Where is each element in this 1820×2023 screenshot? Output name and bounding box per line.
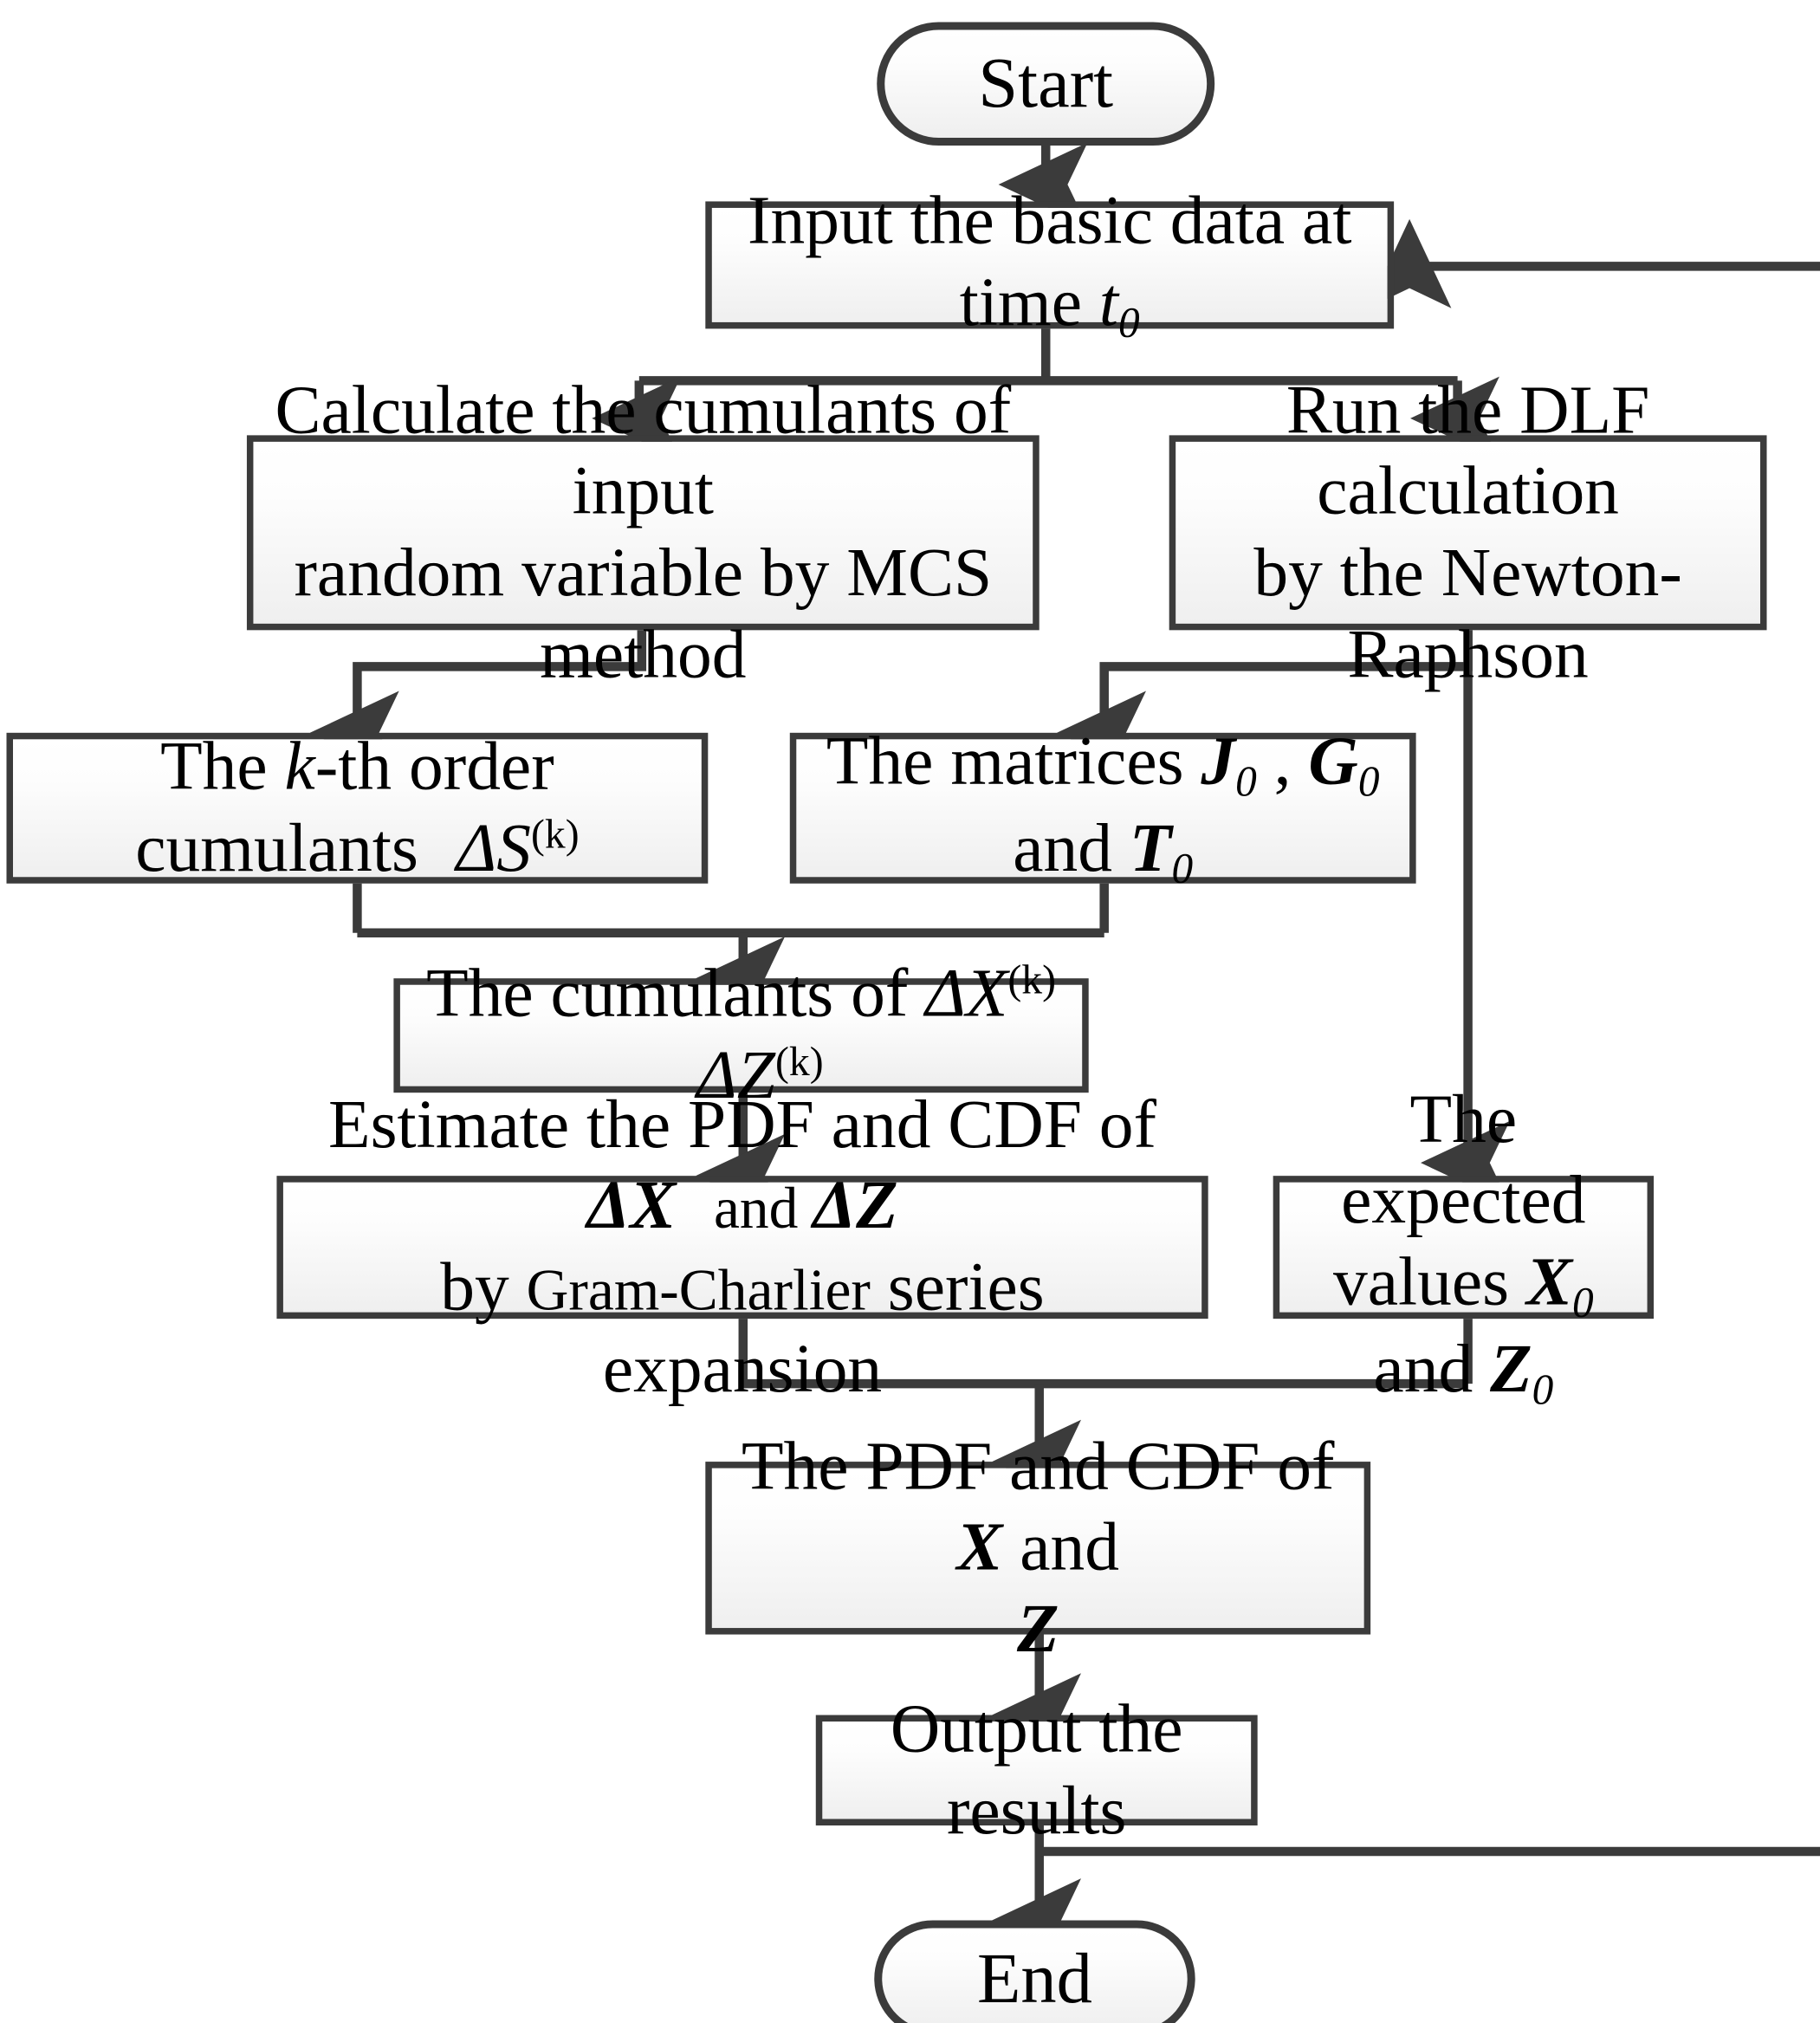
node-input-data-label: Input the basic data at time t0 — [747, 183, 1352, 347]
node-matrices[interactable]: The matrices J0 , G0 and T0 — [789, 723, 1416, 893]
node-matrices-label: The matrices J0 , G0 and T0 — [826, 723, 1380, 893]
node-cumulants-xz-label: The cumulants of ΔX(k)ΔZ(k) — [426, 956, 1056, 1114]
node-end-label: End — [977, 1937, 1092, 2018]
node-end[interactable]: End — [874, 1920, 1195, 2023]
node-output-results[interactable]: Output the results — [815, 1691, 1258, 1848]
node-input-data[interactable]: Input the basic data at time t0 — [705, 184, 1395, 347]
node-start-label: Start — [978, 42, 1114, 123]
node-start[interactable]: Start — [877, 22, 1215, 146]
node-cumulants-xz[interactable]: The cumulants of ΔX(k)ΔZ(k) — [393, 956, 1089, 1113]
node-output-results-label: Output the results — [890, 1691, 1183, 1849]
